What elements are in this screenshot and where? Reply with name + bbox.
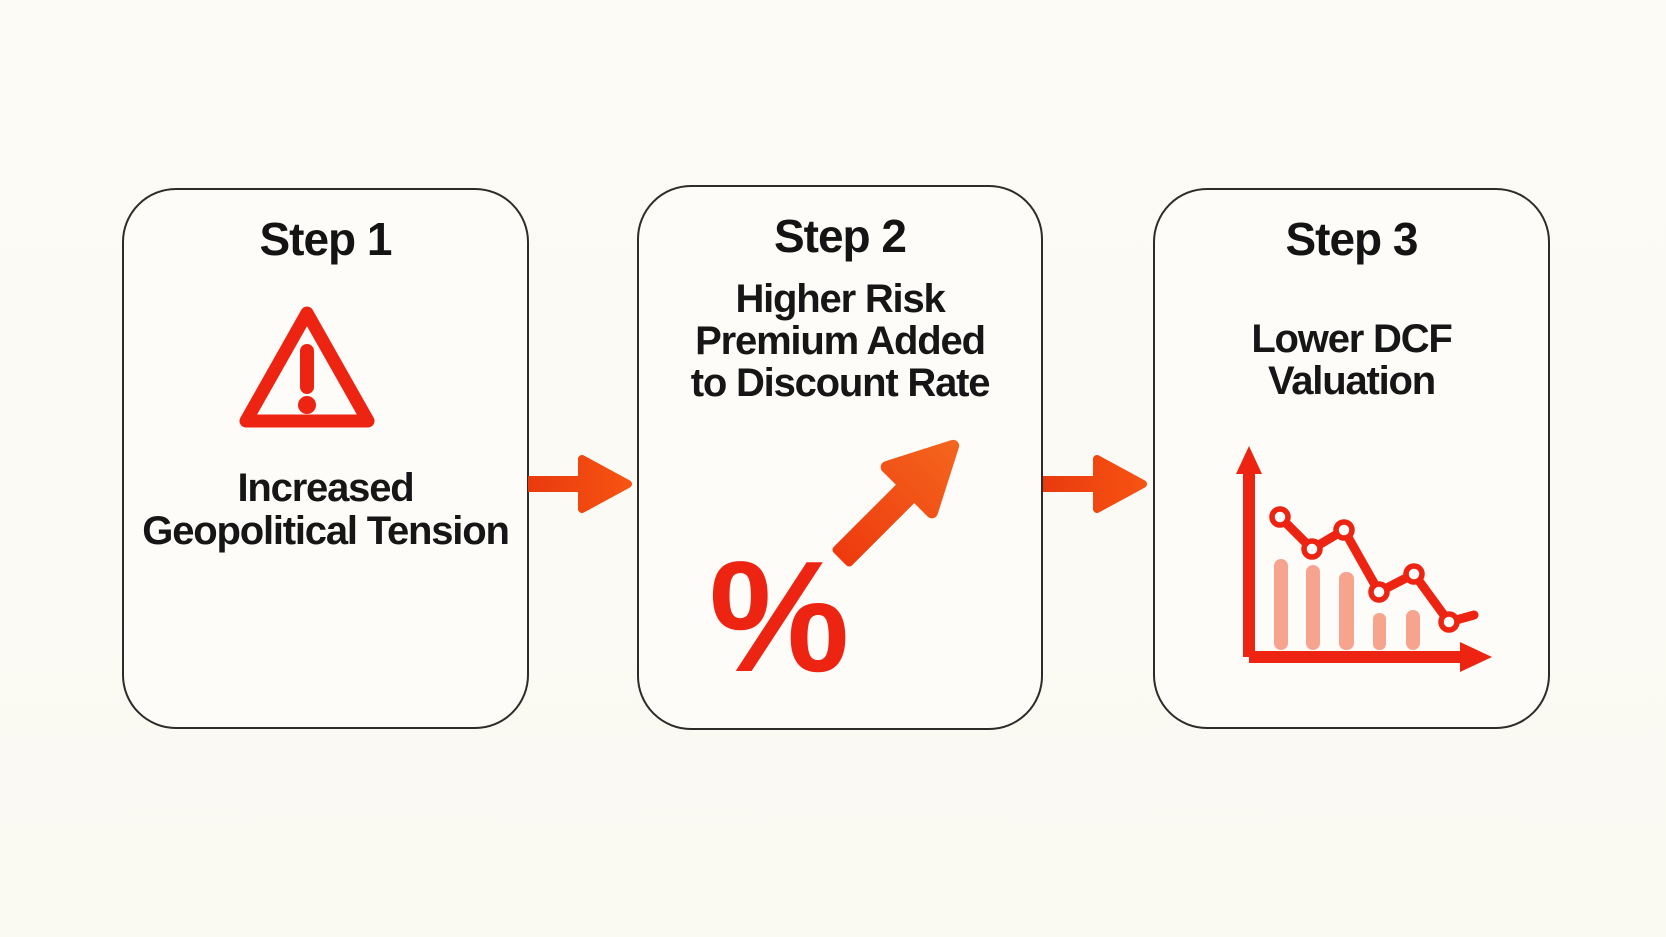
step-2-description: Higher Risk Premium Added to Discount Ra… <box>639 278 1041 404</box>
desc-line: Valuation <box>1267 359 1436 403</box>
arrow-right-icon <box>1043 455 1147 513</box>
desc-line: Geopolitical Tension <box>142 509 510 553</box>
step-card-3: Step 3 Lower DCF Valuation <box>1153 188 1550 729</box>
step-1-description: Increased Geopolitical Tension <box>124 467 527 553</box>
step-3-description: Lower DCF Valuation <box>1155 318 1548 402</box>
step-card-2: Step 2 Higher Risk Premium Added to Disc… <box>637 185 1043 730</box>
step-1-title: Step 1 <box>259 213 392 265</box>
arrow-right-icon <box>528 455 632 513</box>
desc-line: Premium Added <box>695 319 986 363</box>
warning-triangle-outline <box>239 306 375 428</box>
step-3-title: Step 3 <box>1285 213 1418 265</box>
rising-arrow-icon <box>832 439 960 567</box>
chart-axes <box>1236 446 1492 672</box>
rising-arrow-head <box>880 439 960 519</box>
desc-line: to Discount Rate <box>690 361 991 405</box>
chart-bars <box>1274 559 1420 650</box>
declining-chart-icon <box>1236 446 1492 672</box>
arrow-shaft <box>528 476 586 492</box>
desc-line: Higher Risk <box>735 277 945 321</box>
step-card-1: Step 1 Increased Geopolitical Tension <box>122 188 529 729</box>
arrow-head <box>1093 455 1147 513</box>
percent-symbol: % <box>709 529 849 705</box>
exclamation-dot <box>298 396 316 414</box>
line-markers <box>1269 506 1460 633</box>
arrow-shaft <box>1043 476 1101 492</box>
warning-triangle-icon <box>239 306 375 428</box>
arrow-head <box>578 455 632 513</box>
rising-arrow-shaft <box>832 477 922 567</box>
desc-line: Lower DCF <box>1251 317 1453 361</box>
desc-line: Increased <box>237 466 415 510</box>
step-2-title: Step 2 <box>773 210 907 262</box>
